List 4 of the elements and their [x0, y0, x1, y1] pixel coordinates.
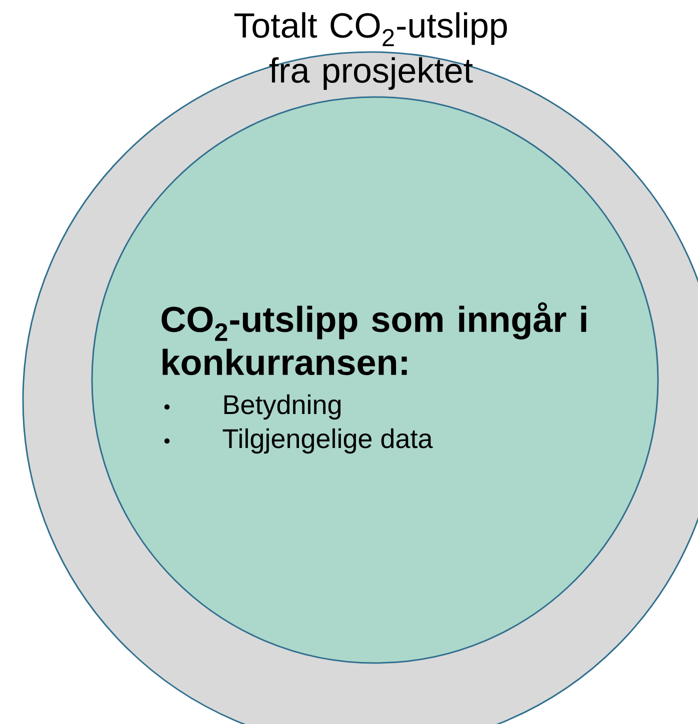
heading: CO$_{2}$-utslipp som inngår i konkurransen:	[162, 302, 586, 376]
bullet-text: Betydning	[224, 394, 341, 420]
circle-title: Totalt CO$_{2}$-utslipp fra prosjektet	[234, 12, 507, 90]
bullet-text: Tilgjengelige data	[222, 428, 433, 454]
